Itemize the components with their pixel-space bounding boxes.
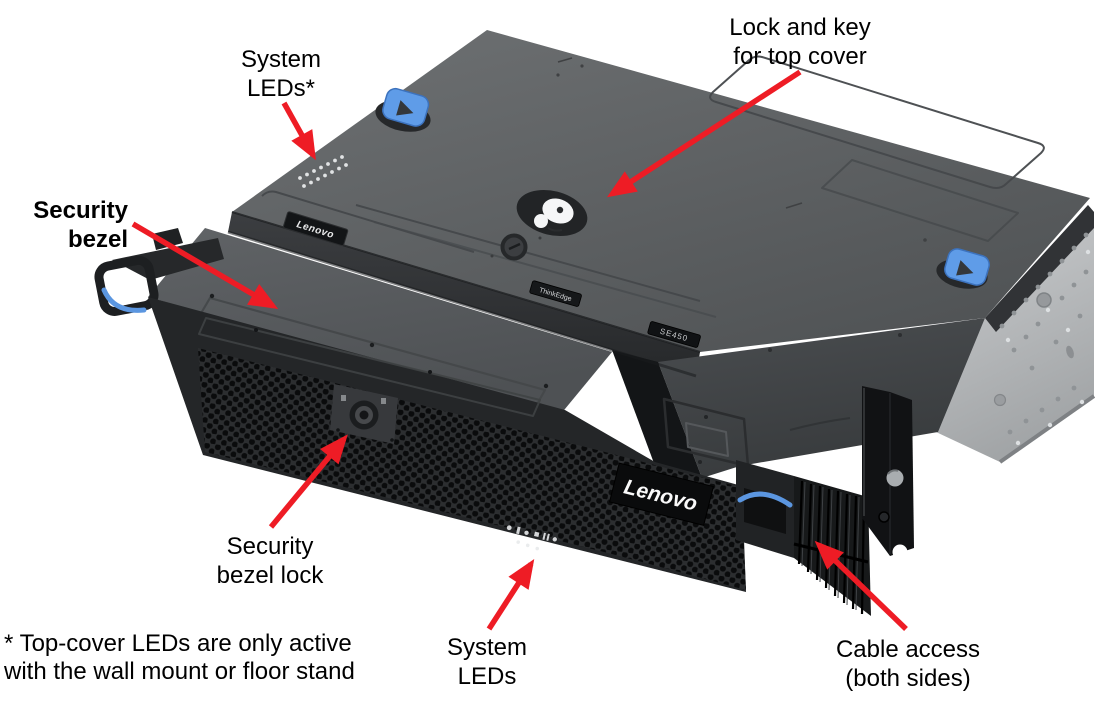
callout-arrows: [131, 69, 908, 631]
security-bezel-lock: [330, 384, 398, 444]
cable-access-fins: [793, 476, 871, 616]
security-bezel-front: Lenovo: [148, 297, 746, 592]
top-cover-system-leds: [298, 155, 348, 188]
arrow-system-leds-top: [281, 101, 316, 161]
front-system-leds: [506, 525, 557, 551]
chassis-side-panel: [936, 205, 1095, 464]
top-cover-front-edge: [228, 212, 700, 376]
left-handle-blue-accent: [101, 287, 147, 313]
top-cover-latch-right: [936, 248, 990, 289]
lock-icon: [381, 398, 386, 404]
arrow-security-bezel: [131, 221, 279, 310]
front-step-wall: [612, 350, 702, 478]
label-system-leds-top: System LEDs*: [240, 46, 321, 102]
top-cover: Lenovo ThinkEdge SE450: [228, 30, 1090, 376]
top-cover-lock-and-key: [516, 189, 588, 237]
top-cover-latch-left: [375, 87, 431, 132]
top-cover-keylock-icon: [490, 233, 542, 261]
right-corner-handle: [736, 460, 794, 558]
left-bracket-arm: [94, 228, 224, 316]
arrow-lock-key: [606, 69, 802, 198]
rack-ear-bracket: [862, 386, 914, 560]
label-security-bezel: Security bezel: [33, 197, 128, 253]
label-security-bezel-lock: Security bezel lock: [216, 533, 324, 589]
label-system-leds-bottom: System LEDs: [446, 634, 527, 690]
arrow-cable-access: [814, 540, 908, 631]
left-handle-loop: [94, 255, 159, 316]
bracket-screw: [878, 511, 890, 523]
bracket-hole: [886, 469, 904, 487]
bracket-notch: [892, 544, 908, 560]
label-lock-key: Lock and key for top cover: [729, 14, 871, 70]
label-cable-access: Cable access (both sides): [835, 636, 981, 692]
lenovo-logo-front: Lenovo: [608, 462, 714, 526]
front-mesh: [198, 348, 612, 554]
arrow-security-bezel-lock: [268, 434, 348, 529]
unlock-icon: [341, 395, 346, 401]
label-footnote: * Top-cover LEDs are only active with th…: [4, 630, 355, 685]
top-cover-grooves: [261, 55, 1045, 318]
arrow-system-leds-bottom: [486, 558, 535, 631]
right-handle-blue-accent: [737, 491, 793, 508]
model-badge: SE450: [647, 321, 701, 348]
